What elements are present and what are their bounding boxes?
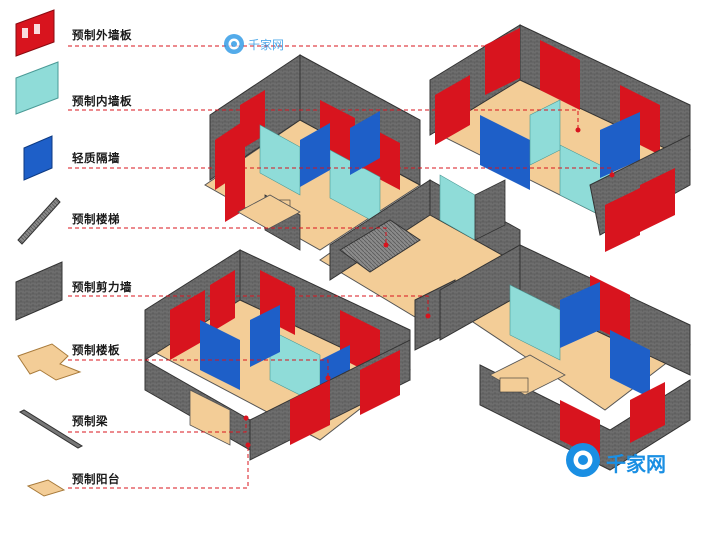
interior-wall-swatch <box>15 61 59 115</box>
stair-swatch <box>17 197 61 245</box>
legend-label-interior-wall: 预制内墙板 <box>72 94 132 108</box>
leader-exterior-wall <box>68 45 491 72</box>
leader-stair <box>68 227 387 245</box>
balcony-swatch <box>26 479 66 497</box>
partition-swatch <box>23 135 53 181</box>
legend-label-exterior-wall: 预制外墙板 <box>72 28 132 42</box>
legend-label-floor-slab: 预制楼板 <box>72 343 120 357</box>
leader-balcony <box>68 445 249 489</box>
leader-endpoints <box>243 69 615 448</box>
legend-label-shear-wall: 预制剪力墙 <box>72 280 132 294</box>
legend-label-balcony: 预制阳台 <box>72 472 120 486</box>
leader-floor-slab <box>68 359 329 378</box>
floor-slab-swatch <box>17 343 82 381</box>
shear-wall-swatch <box>15 261 63 321</box>
building-model <box>144 24 691 471</box>
exterior-wall-swatch <box>15 9 55 57</box>
legend-icons <box>15 9 84 497</box>
watermark-logo-large <box>566 443 600 477</box>
watermark-text-large: 千家网 <box>606 452 666 476</box>
watermark-text-small: 千家网 <box>248 38 285 52</box>
watermark-logo-small <box>224 34 244 54</box>
stair-flight <box>339 219 421 273</box>
leader-shear-wall <box>68 295 429 316</box>
legend-label-beam: 预制梁 <box>72 414 108 428</box>
leader-interior-wall <box>68 109 579 130</box>
leader-beam <box>68 418 247 433</box>
legend-label-partition: 轻质隔墙 <box>72 151 120 165</box>
beam-swatch <box>18 409 84 449</box>
legend-label-stair: 预制楼梯 <box>72 212 120 226</box>
